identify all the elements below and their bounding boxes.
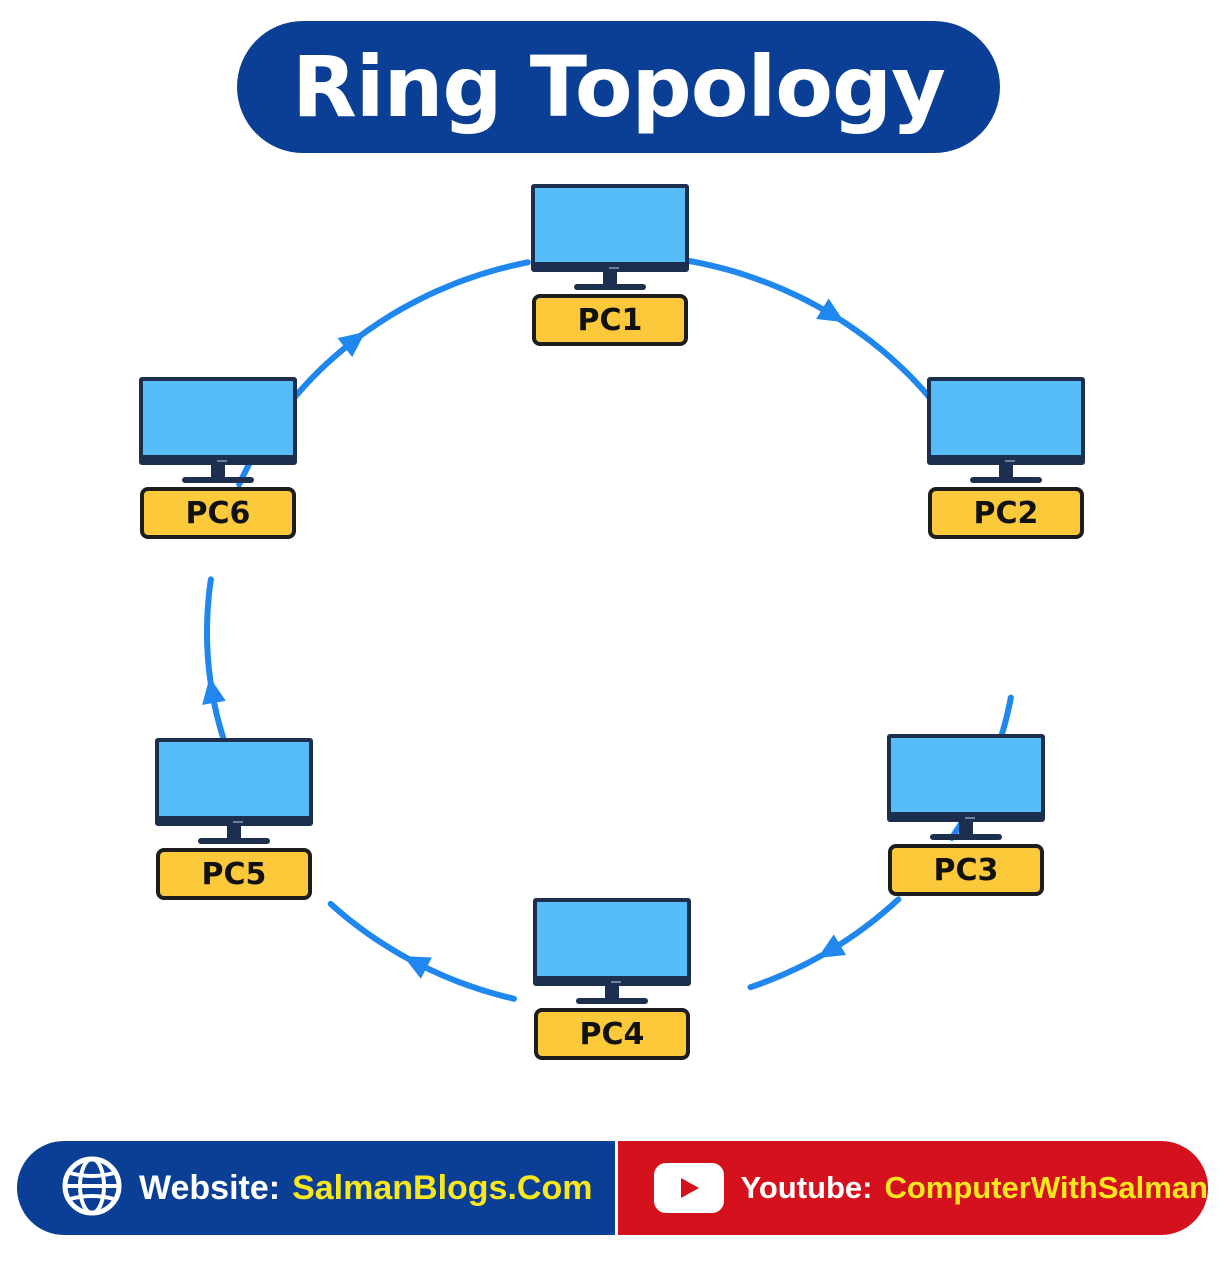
ring-arrow-3 xyxy=(817,934,847,958)
node-label-pc5: PC5 xyxy=(156,848,312,900)
monitor-icon xyxy=(531,184,689,272)
computer-node-pc3: PC3 xyxy=(886,734,1046,896)
computer-node-pc5: PC5 xyxy=(154,738,314,900)
ring-arrow-6 xyxy=(337,331,366,358)
ring-link-1 xyxy=(651,253,966,446)
ring-link-3 xyxy=(747,896,902,991)
youtube-label: Youtube: xyxy=(740,1170,873,1205)
monitor-icon xyxy=(927,377,1085,465)
ring-link-4 xyxy=(327,900,517,1002)
computer-node-pc4: PC4 xyxy=(532,898,692,1060)
youtube-play-icon xyxy=(654,1163,725,1213)
monitor-icon xyxy=(139,377,297,465)
computer-node-pc1: PC1 xyxy=(530,184,690,346)
footer-divider xyxy=(614,1141,619,1235)
website-link[interactable]: SalmanBlogs.Com xyxy=(292,1168,593,1207)
globe-icon xyxy=(61,1155,123,1221)
node-label-pc2: PC2 xyxy=(928,487,1084,539)
node-label-pc3: PC3 xyxy=(888,844,1044,896)
footer-banner: Website: SalmanBlogs.Com Youtube: Comput… xyxy=(17,1141,1208,1235)
ring-arrow-5 xyxy=(202,677,226,705)
node-label-pc4: PC4 xyxy=(534,1008,690,1060)
node-label-pc1: PC1 xyxy=(532,294,688,346)
ring-arrow-1 xyxy=(816,298,845,323)
computer-node-pc2: PC2 xyxy=(926,377,1086,539)
youtube-channel-link[interactable]: ComputerWithSalman xyxy=(884,1170,1208,1205)
youtube-section: Youtube: ComputerWithSalman xyxy=(618,1141,1208,1235)
node-label-pc6: PC6 xyxy=(140,487,296,539)
monitor-icon xyxy=(887,734,1045,822)
monitor-icon xyxy=(155,738,313,826)
website-label: Website: xyxy=(139,1168,281,1207)
monitor-icon xyxy=(533,898,691,986)
ring-arrow-4 xyxy=(403,956,432,979)
title-banner: Ring Topology xyxy=(237,21,1000,153)
website-section: Website: SalmanBlogs.Com xyxy=(17,1141,615,1235)
page-title: Ring Topology xyxy=(292,38,946,136)
computer-node-pc6: PC6 xyxy=(138,377,298,539)
